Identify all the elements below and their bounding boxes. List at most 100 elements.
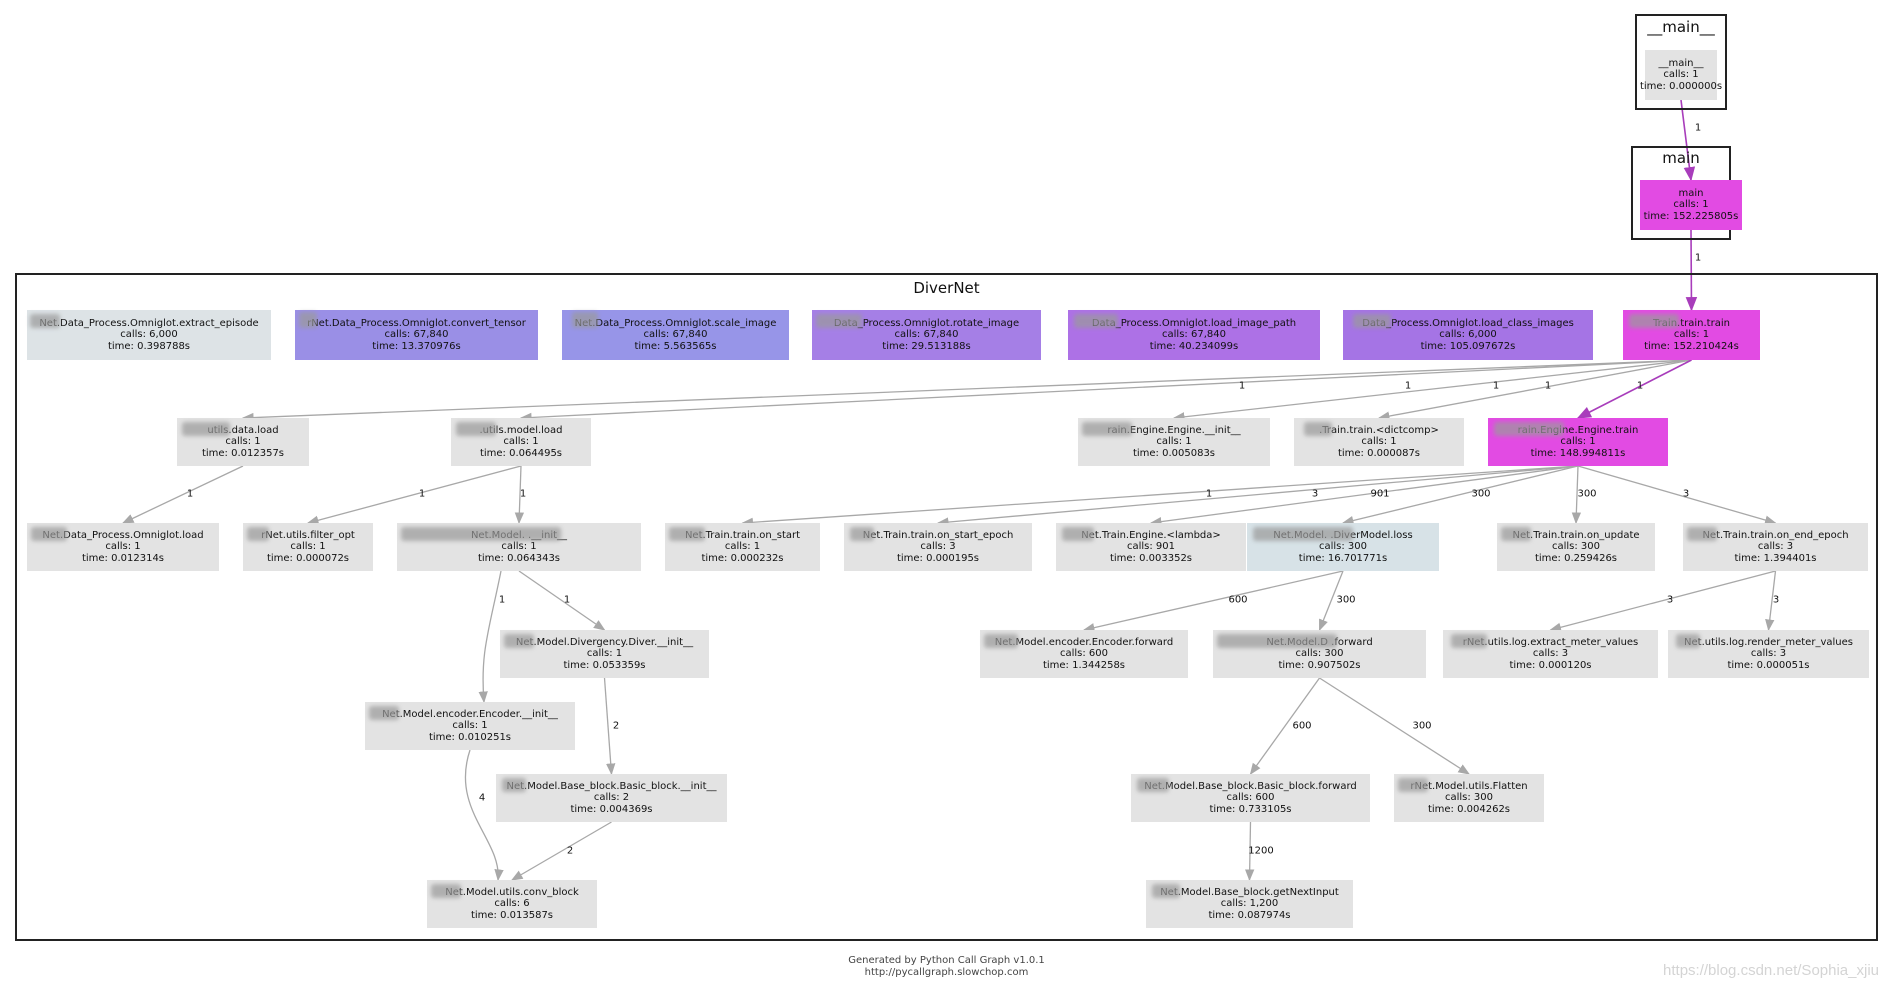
node-time: time: 0.064495s — [479, 447, 563, 459]
edge-label: 1 — [498, 594, 506, 606]
node-calls: calls: 901 — [1126, 541, 1176, 553]
node-name: Net.Data_Process.Omniglot.extract_episod… — [39, 317, 259, 329]
node-calls: calls: 1 — [1663, 69, 1699, 81]
node-time: time: 29.513188s — [882, 340, 971, 352]
redaction-mask — [816, 314, 862, 328]
node-time: time: 0.010251s — [428, 731, 512, 743]
redaction-mask — [1152, 884, 1180, 898]
node-name: .utils.model.load — [479, 424, 563, 436]
node-time: time: 0.000051s — [1727, 659, 1810, 671]
footer-link[interactable]: http://pycallgraph.slowchop.com — [864, 967, 1029, 978]
edge-label: 300 — [1577, 488, 1597, 500]
redaction-mask — [984, 634, 1018, 648]
redaction-mask — [369, 706, 399, 720]
watermark: https://blog.csdn.net/Sophia_xjiu — [1663, 962, 1879, 979]
node-name: Net.Data_Process.Omniglot.scale_image — [574, 317, 777, 329]
node-calls: calls: 1 — [501, 541, 537, 553]
node-name: Data_Process.Omniglot.load_class_images — [1362, 317, 1574, 329]
redaction-mask — [669, 527, 705, 541]
node-name: utils.data.load — [207, 424, 279, 436]
redaction-mask — [456, 422, 496, 436]
edge-engine_train-to-engine_lambda — [1149, 465, 1579, 527]
edge-engine_train-to-on_start — [741, 465, 1579, 527]
node-calls: calls: 1 — [105, 541, 141, 553]
edge-label: 1 — [1492, 380, 1500, 392]
redaction-mask — [299, 312, 317, 328]
edge-train_train-to-utils_model_load — [519, 359, 1692, 423]
edge-label: 4 — [478, 792, 486, 804]
redaction-mask — [1676, 634, 1700, 648]
edge-utils_model_load-to-model_init — [514, 465, 525, 525]
redaction-mask — [431, 884, 461, 898]
node-name: rNet.utils.log.extract_meter_values — [1462, 636, 1639, 648]
cluster-title: main — [1662, 149, 1700, 167]
edge-label: 1 — [1238, 380, 1246, 392]
node-convert-tensor[interactable]: rNet.Data_Process.Omniglot.convert_tenso… — [295, 310, 538, 360]
node-time: time: 0.000232s — [701, 552, 784, 564]
node-time: time: 0.000195s — [896, 552, 980, 564]
edge-divermodel_loss-to-encoder_forward — [1082, 570, 1344, 633]
edge-basic_block_forward-to-get_next_input — [1245, 821, 1255, 882]
node-basic-block-forward[interactable]: Net.Model.Base_block.Basic_block.forward… — [1131, 774, 1370, 822]
node-name: Net.Model.encoder.Encoder.forward — [994, 636, 1174, 648]
edge-label: 1 — [519, 488, 527, 500]
node-time: time: 0.053359s — [563, 659, 646, 671]
node-name: Net.utils.log.render_meter_values — [1684, 636, 1853, 648]
node-name: Data_Process.Omniglot.load_image_path — [1091, 317, 1297, 329]
node-calls: calls: 300 — [1318, 541, 1368, 553]
node-name: rNet.Data_Process.Omniglot.convert_tenso… — [307, 317, 526, 329]
edge-label: 600 — [1228, 594, 1248, 606]
node-diver-init[interactable]: Net.Model.Divergency.Diver.__init__calls… — [500, 630, 709, 678]
redaction-mask — [1353, 314, 1391, 328]
node-calls: calls: 3 — [1757, 541, 1794, 553]
edge-label: 2 — [566, 845, 574, 857]
edge-label: 1 — [1694, 122, 1702, 134]
node-time: time: 16.701771s — [1298, 552, 1388, 564]
redaction-mask — [1082, 422, 1132, 436]
footer-generated: Generated by Python Call Graph v1.0.1 ht… — [0, 955, 1893, 979]
node-time: time: 152.225805s — [1643, 210, 1739, 222]
node-calls: calls: 67,840 — [894, 329, 959, 341]
node-extract-episode[interactable]: Net.Data_Process.Omniglot.extract_episod… — [27, 310, 271, 360]
edge-utils_model_load-to-filter_opt — [306, 465, 522, 525]
redaction-mask — [30, 314, 60, 328]
node-time: time: 0.398788s — [107, 340, 191, 352]
node-name: .Train.train.<dictcomp> — [1319, 424, 1439, 436]
redaction-mask — [1074, 314, 1118, 328]
node-calls: calls: 1 — [452, 720, 488, 732]
node-time: time: 5.563565s — [634, 340, 717, 352]
node-encoder-init[interactable]: Net.Model.encoder.Encoder.__init__calls:… — [365, 702, 575, 750]
redaction-mask — [401, 527, 561, 541]
node-basic-block-init[interactable]: Net.Model.Base_block.Basic_block.__init_… — [496, 774, 727, 822]
node-calls: calls: 6,000 — [120, 329, 178, 341]
node-time: time: 0.087974s — [1208, 909, 1291, 921]
